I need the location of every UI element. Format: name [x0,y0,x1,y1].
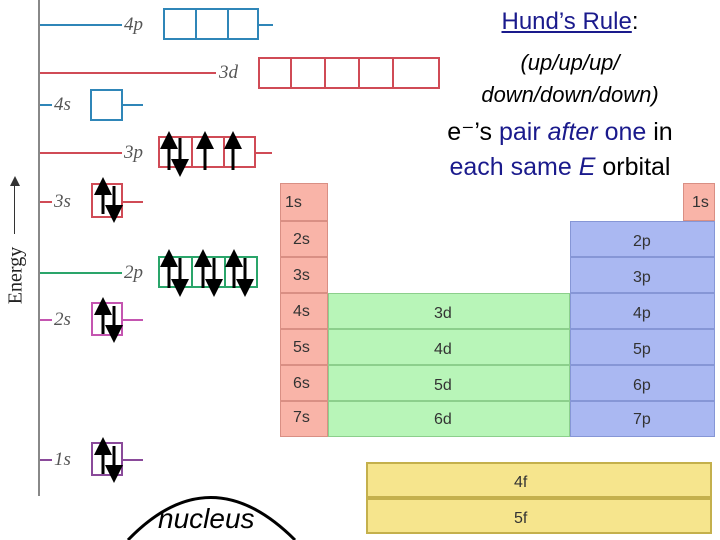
level-label-2s: 2s [54,309,71,330]
p-block-cell: 5p [570,329,715,365]
s-block-cell: 1s [280,183,328,221]
level-label-3s: 3s [54,191,71,212]
level-label-3d: 3d [219,62,238,83]
s-block-cell-right: 1s [683,183,715,221]
orbital-box-4s [90,89,123,121]
level-line-2p [40,272,122,274]
level-line-3s [40,201,52,203]
d-block-cell: 4d [328,329,570,365]
level-line-3p [40,152,122,154]
hund-rule-title: Hund’s Rule: [501,8,639,35]
energy-arrow-head [10,176,20,186]
s-block-cell: 5s [280,329,328,365]
level-line-1s [40,459,52,461]
level-label-3p: 3p [124,142,143,163]
p-block-cell: 7p [570,401,715,437]
s-block-cell: 2s [280,221,328,257]
level-label-4s: 4s [54,94,71,115]
level-line-4p [40,24,122,26]
level-line-4s [40,104,52,106]
s-block-cell: 3s [280,257,328,293]
d-block-cell: 3d [328,293,570,329]
energy-axis-line [38,0,40,496]
orbital-boxes-4p [163,8,259,40]
level-line-2s [40,319,52,321]
f-block-cell: 5f [366,498,712,534]
d-block-cell: 6d [328,401,570,437]
level-label-1s: 1s [54,449,71,470]
nucleus-arc [126,496,297,540]
p-block-cell: 3p [570,257,715,293]
p-block-cell: 4p [570,293,715,329]
level-line-3d [40,72,216,74]
level-label-4p: 4p [124,14,143,35]
hund-rule-line1: (up/up/up/ [520,50,620,75]
p-block-cell: 6p [570,365,715,401]
hund-rule-line2: down/down/down) [481,82,659,107]
d-block-cell: 5d [328,365,570,401]
s-block-cell: 6s [280,365,328,401]
energy-arrow-shaft [14,184,15,234]
nucleus-label: nucleus [158,503,255,534]
s-block-cell: 7s [280,401,328,437]
f-block-cell: 4f [366,462,712,498]
level-label-2p: 2p [124,262,143,283]
p-block-cell: 2p [570,221,715,257]
hund-rule-line3: e⁻’s pair after one in [447,118,673,146]
hund-rule-line4: each same E orbital [449,153,671,181]
orbital-boxes-3d [258,57,440,89]
s-block-cell: 4s [280,293,328,329]
